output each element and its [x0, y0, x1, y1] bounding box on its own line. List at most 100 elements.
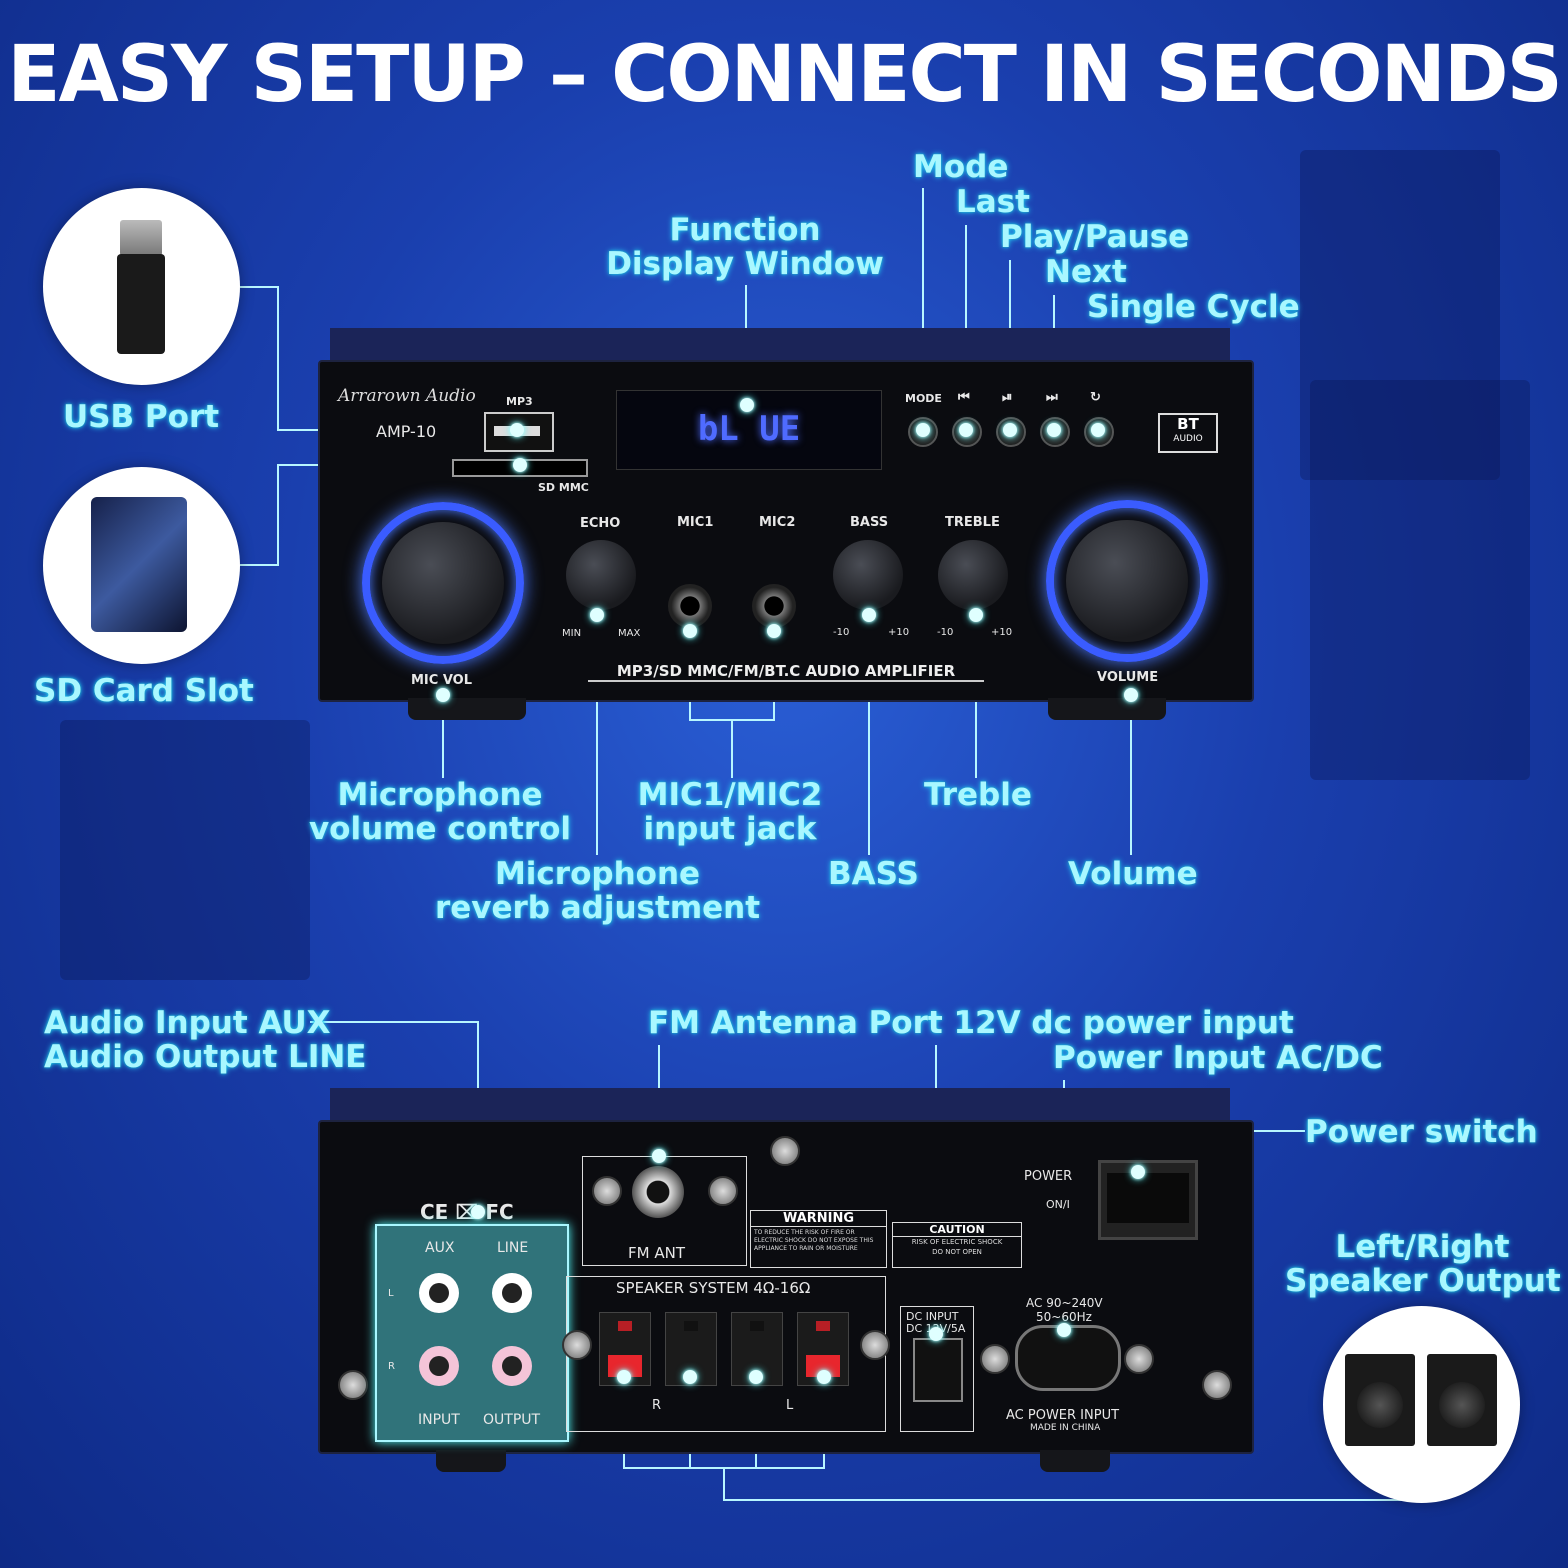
fm-antenna-power-label: FM Antenna Port 12V dc power input — [648, 1005, 1294, 1041]
volume-knob-label: VOLUME — [1097, 670, 1159, 685]
label-line: Function — [669, 212, 821, 248]
fm-ant-label: FM ANT — [628, 1244, 685, 1262]
background-window — [1300, 150, 1500, 480]
callout-dot — [916, 423, 930, 437]
volume-light-ring — [1046, 500, 1208, 662]
power-switch[interactable] — [1098, 1160, 1198, 1240]
mode-button-label: MODE — [905, 392, 942, 405]
screw-icon — [592, 1176, 622, 1206]
caution-title: CAUTION — [893, 1223, 1021, 1237]
speakers-image — [1323, 1306, 1520, 1503]
foot — [1040, 1450, 1110, 1472]
brand-logo: Arrarown Audio — [338, 386, 476, 406]
on-off-label: ON/I — [1046, 1198, 1070, 1211]
callout-dot — [1047, 423, 1061, 437]
callout-dot — [652, 1149, 666, 1163]
terminal-clip — [806, 1355, 840, 1377]
treble-neg-label: -10 — [937, 627, 954, 638]
power-label: POWER — [1024, 1169, 1073, 1184]
callout-dot — [617, 1370, 631, 1384]
terminal-tab — [684, 1321, 698, 1331]
label-line: Display Window — [606, 246, 884, 282]
label-line: reverb adjustment — [434, 890, 761, 926]
woofer-icon — [1357, 1382, 1403, 1428]
bt-audio-badge: BT AUDIO — [1158, 413, 1218, 453]
left-speaker-mark: L — [786, 1398, 794, 1413]
callout-dot — [1091, 423, 1105, 437]
mic-jacks-label: MIC1/MIC2 input jack — [620, 778, 840, 846]
caution-line-1: RISK OF ELECTRIC SHOCK — [911, 1238, 1003, 1246]
speaker-output-label: Left/Right Speaker Output — [1285, 1230, 1561, 1298]
last-label: Last — [956, 184, 1030, 220]
next-button-label: ⏭ — [1046, 390, 1058, 405]
bass-neg-label: -10 — [833, 627, 850, 638]
warning-title: WARNING — [751, 1211, 886, 1227]
treble-knob[interactable] — [938, 540, 1008, 610]
callout-dot — [513, 458, 527, 472]
sd-card-slot-label: SD Card Slot — [34, 673, 254, 709]
echo-knob[interactable] — [566, 540, 636, 610]
label-line: Audio Output LINE — [44, 1039, 367, 1075]
mic-vol-knob[interactable] — [382, 522, 504, 644]
play-button-label: ⏯ — [1002, 390, 1013, 405]
play-pause-label: Play/Pause — [1000, 219, 1190, 255]
label-line: Microphone — [337, 777, 543, 813]
callout-dot — [683, 1370, 697, 1384]
treble-pos-label: +10 — [991, 627, 1013, 638]
label-line: MIC1/MIC2 — [637, 777, 823, 813]
bt-text: BT — [1177, 415, 1199, 433]
callout-dot — [969, 608, 983, 622]
treble-label: Treble — [924, 777, 1032, 813]
mic2-label: MIC2 — [759, 515, 796, 530]
callout-dot — [817, 1370, 831, 1384]
usb-port-label: USB Port — [63, 399, 220, 435]
callout-dot — [590, 608, 604, 622]
callout-dot — [1057, 1323, 1071, 1337]
made-in-label: MADE IN CHINA — [1030, 1423, 1101, 1433]
certification-marks: CE ⌧ FC — [420, 1200, 514, 1224]
caution-line-2: DO NOT OPEN — [932, 1248, 982, 1256]
line-left-rca-jack[interactable] — [492, 1273, 532, 1313]
volume-knob[interactable] — [1066, 520, 1188, 642]
bass-pos-label: +10 — [888, 627, 910, 638]
line-label: LINE — [497, 1240, 529, 1256]
aux-label: AUX — [425, 1240, 455, 1256]
callout-dot — [1131, 1165, 1145, 1179]
callout-dot — [740, 398, 754, 412]
input-label: INPUT — [418, 1412, 460, 1428]
callout-dot — [1124, 688, 1138, 702]
screw-icon — [1124, 1344, 1154, 1374]
mic2-jack[interactable] — [752, 584, 796, 628]
terminal-clip — [608, 1355, 642, 1377]
screw-icon — [770, 1136, 800, 1166]
dc-power-jack[interactable] — [913, 1338, 963, 1402]
callout-dot — [862, 608, 876, 622]
woofer-icon — [1439, 1382, 1485, 1428]
prev-button-label: ⏮ — [958, 390, 970, 405]
foot — [1048, 698, 1166, 720]
terminal-tab — [618, 1321, 632, 1331]
mic-vol-light-ring — [362, 502, 524, 664]
foot — [408, 698, 526, 720]
fm-antenna-port[interactable] — [632, 1166, 684, 1218]
mp3-label: MP3 — [506, 395, 533, 408]
bass-knob[interactable] — [833, 540, 903, 610]
label-line: volume control — [308, 811, 572, 847]
mic-volume-label: Microphone volume control — [300, 778, 580, 846]
treble-knob-label: TREBLE — [945, 515, 1000, 530]
power-switch-label: Power switch — [1305, 1114, 1538, 1150]
page-title: EASY SETUP – CONNECT IN SECONDS — [7, 30, 1563, 120]
warning-box: WARNING TO REDUCE THE RISK OF FIRE OR EL… — [750, 1210, 887, 1268]
mic1-jack[interactable] — [668, 584, 712, 628]
left-negative-terminal[interactable] — [731, 1312, 783, 1386]
usb-drive-image — [43, 188, 240, 385]
aux-left-rca-jack[interactable] — [419, 1273, 459, 1313]
bass-label: BASS — [828, 856, 919, 892]
warning-text: TO REDUCE THE RISK OF FIRE OR ELECTRIC S… — [754, 1229, 874, 1252]
line-right-rca-jack[interactable] — [492, 1346, 532, 1386]
dc-input-label: DC INPUT — [906, 1310, 959, 1323]
display-readout: bL UE — [697, 409, 801, 449]
output-label: OUTPUT — [483, 1412, 541, 1428]
sd-card-image — [43, 467, 240, 664]
aux-right-rca-jack[interactable] — [419, 1346, 459, 1386]
